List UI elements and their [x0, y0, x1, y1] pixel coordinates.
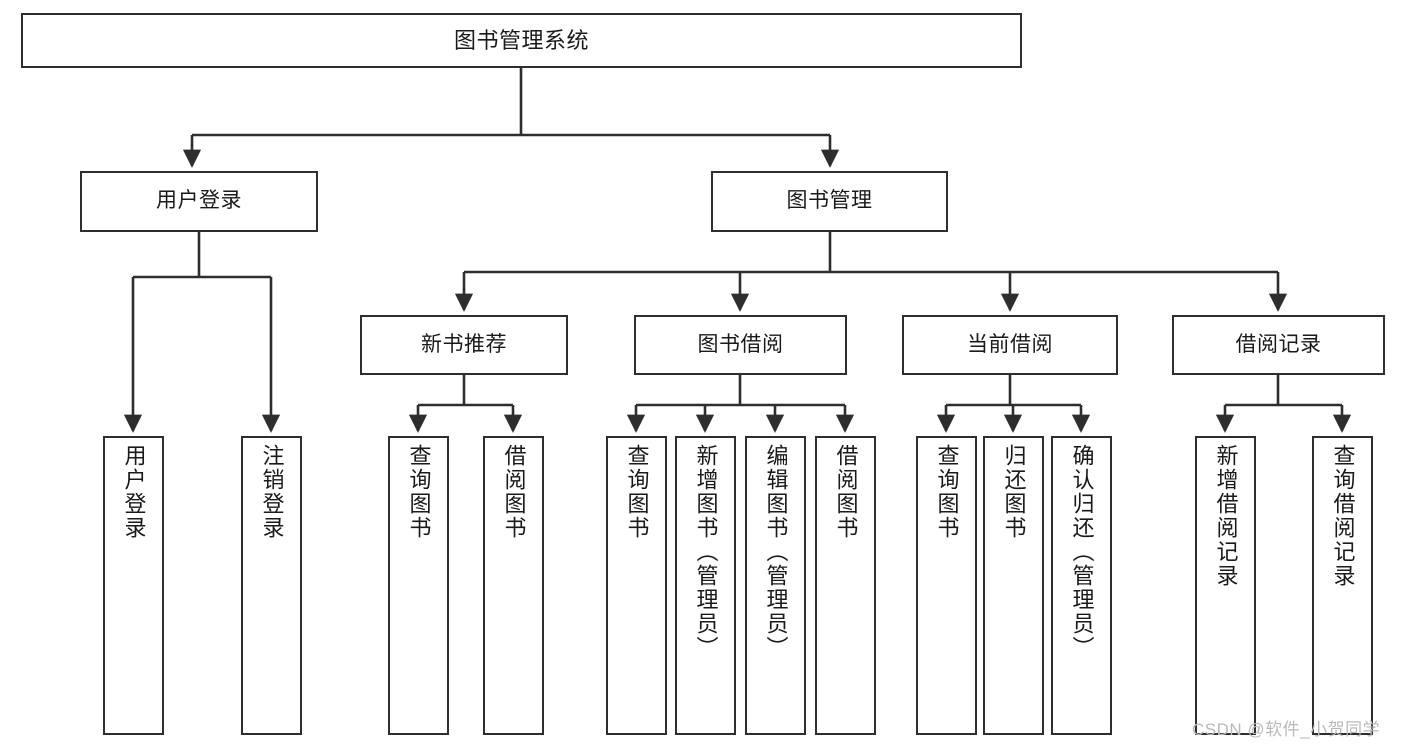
node-leaf-add-record[interactable]: 新增借阅记录 — [1195, 436, 1256, 735]
node-book-borrow-label: 图书借阅 — [697, 332, 784, 356]
node-leaf-add-book[interactable]: 新增图书（管理员） — [675, 436, 736, 735]
node-leaf-confirm-return-label: 确认归还（管理员） — [1069, 444, 1095, 660]
node-new-book-rec[interactable]: 新书推荐 — [360, 315, 568, 375]
node-leaf-confirm-return[interactable]: 确认归还（管理员） — [1051, 436, 1112, 735]
node-leaf-query-book-1-label: 查询图书 — [406, 444, 432, 540]
node-user-login-label: 用户登录 — [156, 189, 242, 213]
node-new-book-rec-label: 新书推荐 — [421, 332, 507, 356]
node-leaf-query-book-2[interactable]: 查询图书 — [606, 436, 667, 735]
node-leaf-query-book-1[interactable]: 查询图书 — [388, 436, 449, 735]
node-leaf-query-book-2-label: 查询图书 — [624, 444, 650, 540]
node-leaf-return-book-label: 归还图书 — [1001, 444, 1027, 540]
node-leaf-add-record-label: 新增借阅记录 — [1213, 444, 1239, 588]
node-book-borrow[interactable]: 图书借阅 — [634, 315, 847, 375]
node-leaf-add-book-label: 新增图书（管理员） — [693, 444, 719, 660]
node-leaf-query-record[interactable]: 查询借阅记录 — [1312, 436, 1373, 735]
node-book-manage-label: 图书管理 — [786, 189, 873, 213]
node-borrow-record-label: 借阅记录 — [1235, 332, 1322, 356]
node-user-login[interactable]: 用户登录 — [80, 171, 318, 232]
node-leaf-logout[interactable]: 注销登录 — [241, 436, 302, 735]
node-leaf-edit-book-label: 编辑图书（管理员） — [763, 444, 789, 660]
node-leaf-logout-label: 注销登录 — [259, 444, 285, 540]
node-leaf-borrow-book-1[interactable]: 借阅图书 — [483, 436, 544, 735]
node-leaf-return-book[interactable]: 归还图书 — [983, 436, 1044, 735]
node-leaf-borrow-book-1-label: 借阅图书 — [501, 444, 527, 540]
node-current-borrow[interactable]: 当前借阅 — [902, 315, 1118, 375]
node-leaf-query-book-3-label: 查询图书 — [934, 444, 960, 540]
node-leaf-borrow-book-2-label: 借阅图书 — [833, 444, 859, 540]
node-current-borrow-label: 当前借阅 — [967, 332, 1053, 356]
node-borrow-record[interactable]: 借阅记录 — [1172, 315, 1385, 375]
node-leaf-user-login-label: 用户登录 — [121, 444, 147, 540]
node-leaf-user-login[interactable]: 用户登录 — [103, 436, 164, 735]
node-leaf-query-record-label: 查询借阅记录 — [1330, 444, 1356, 588]
node-root[interactable]: 图书管理系统 — [21, 13, 1022, 68]
node-root-label: 图书管理系统 — [453, 27, 589, 53]
node-leaf-edit-book[interactable]: 编辑图书（管理员） — [745, 436, 806, 735]
node-leaf-query-book-3[interactable]: 查询图书 — [916, 436, 977, 735]
node-leaf-borrow-book-2[interactable]: 借阅图书 — [815, 436, 876, 735]
node-book-manage[interactable]: 图书管理 — [711, 171, 948, 232]
